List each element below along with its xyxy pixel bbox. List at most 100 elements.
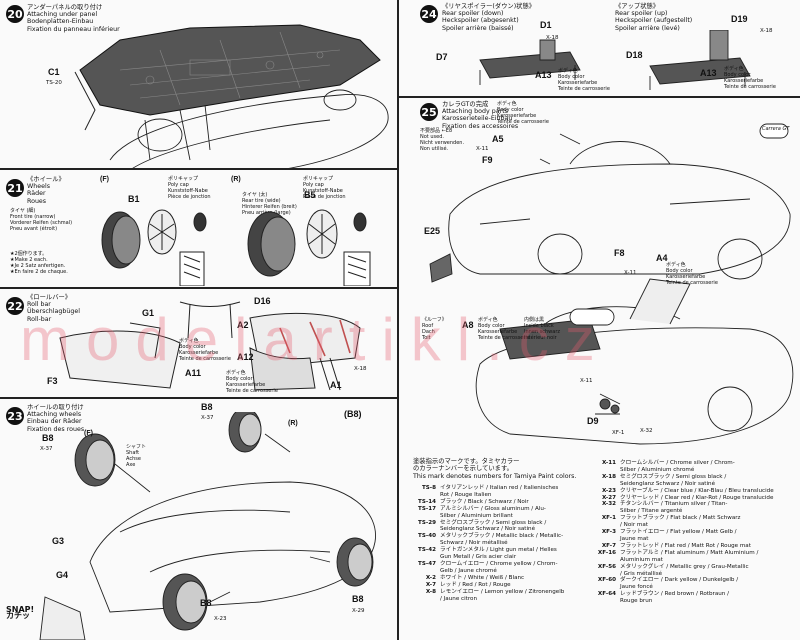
wheels-illustration xyxy=(101,209,371,286)
paint-code: TS-42 xyxy=(418,547,436,554)
paint-row: XF-1 フラットブラック / Flat black / Matt Schwarz… xyxy=(590,515,798,529)
paint-name: クリヤーレッド / Clear red / Klar-Rot / Rouge t… xyxy=(620,494,774,501)
rollbar-illustration xyxy=(59,301,361,391)
paint-row: XF-7 フラットレッド / Flat red / Matt Rot / Roug… xyxy=(590,543,798,550)
part-label: F9 xyxy=(482,155,493,165)
paint-row: TS-40 メタリックブラック / Metallic black / Metall… xyxy=(410,533,600,547)
paint-code: X-32 xyxy=(602,501,616,508)
paint-row: XF-3 フラットイエロー / Flat yellow / Matt Gelb /… xyxy=(590,529,798,543)
paint-code: X-11 xyxy=(624,270,637,276)
step-number: 21 xyxy=(6,179,24,197)
paint-legend-heading: 塗装指示のマークです。タミヤカラー のカラーナンバーを示しています。 This … xyxy=(413,458,577,480)
step-title: 《リヤスポイラー(ダウン)状態》 Rear spoiler (down) Hec… xyxy=(442,3,536,32)
paint-name: フラットレッド / Flat red / Matt Rot / Rouge ma… xyxy=(620,542,751,549)
body-color-note: ボディ色 Body color Karosseriefarbe Teinte d… xyxy=(478,317,530,341)
paint-code: XF-56 xyxy=(597,563,616,570)
paint-name: フラットブラック / Flat black / Matt Schwarz / N… xyxy=(620,515,741,529)
paint-row: TS-8 イタリアンレッド / Italian red / Italienisch… xyxy=(410,485,600,499)
under-panel-illustration xyxy=(74,24,389,170)
part-label: B8 xyxy=(201,402,213,412)
paint-code: X-18 xyxy=(354,366,367,372)
part-label: C1 xyxy=(48,67,60,77)
part-label: G3 xyxy=(52,536,65,546)
part-label: A12 xyxy=(237,352,254,362)
part-label: B8 xyxy=(352,594,364,604)
paint-code: X-18 xyxy=(602,473,616,480)
part-label: A1 xyxy=(330,380,342,390)
paint-code: TS-8 xyxy=(421,485,436,491)
paint-name: レモンイエロー / Lemon yellow / Zitronengelb / … xyxy=(440,588,565,602)
paint-code: X-37 xyxy=(40,446,53,452)
paint-code: X-8 xyxy=(425,588,436,595)
tire-front-note: タイヤ (細) Front tire (narrow) Vorderer Rei… xyxy=(10,208,73,232)
part-label: (B8) xyxy=(344,409,362,419)
step-divider xyxy=(0,287,397,289)
body-color-note: ボディ色 Body color Karosseriefarbe Teinte d… xyxy=(558,68,610,92)
roof-note: 《ルーフ》 Roof Dach Toit xyxy=(422,317,447,341)
paint-code: X-23 xyxy=(214,616,227,622)
paint-code: XF-7 xyxy=(601,542,616,549)
part-label: A13 xyxy=(700,68,717,78)
paint-code: TS-40 xyxy=(418,533,436,540)
paint-code: X-23 xyxy=(602,487,616,494)
part-label: B8 xyxy=(42,433,54,443)
paint-name: イタリアンレッド / Italian red / Italienisches R… xyxy=(440,485,559,498)
paint-code: XF-1 xyxy=(612,430,625,436)
paint-name: メタリックブラック / Metallic black / Metallic- S… xyxy=(440,533,564,547)
paint-row: X-32 チタンシルバー / Titanium silver / Titan- S… xyxy=(590,501,798,515)
body-color-note: ボディ色 Body color Karosseriefarbe Teinte d… xyxy=(179,338,231,362)
paint-code: XF-60 xyxy=(597,577,616,584)
part-label: D16 xyxy=(254,296,271,306)
shaft-note: シャフト Shaft Achse Axe xyxy=(126,444,147,468)
paint-name: チタンシルバー / Titanium silver / Titan- Silbe… xyxy=(620,501,728,515)
paint-code: X-18 xyxy=(760,28,773,34)
paint-code: TS-20 xyxy=(46,80,62,86)
paint-name: クロームシルバー / Chrome silver / Chrom- Silber… xyxy=(620,460,735,473)
part-label: B1 xyxy=(128,194,140,204)
paint-code: XF-3 xyxy=(601,529,616,536)
paint-code: X-37 xyxy=(201,415,214,421)
paint-code: X-18 xyxy=(546,35,559,41)
polycap-note: ポリキャップ Poly cap Kunststoff-Nabe Pièce de… xyxy=(168,176,211,200)
paint-code: X-32 xyxy=(640,428,653,434)
step-divider xyxy=(0,168,397,170)
paint-table-left: TS-8 イタリアンレッド / Italian red / Italienisch… xyxy=(410,485,600,602)
carrera-gt-logo: Carrera GT xyxy=(762,126,790,132)
paint-name: フラットイエロー / Flat yellow / Matt Gelb / Jau… xyxy=(620,529,737,542)
inside-note: 内側は黒 Inside black Innen schwarz Intérieu… xyxy=(524,317,561,341)
part-label: B8 xyxy=(200,598,212,608)
step-title: アンダーパネルの取り付け Attaching under panel Boden… xyxy=(27,4,120,33)
paint-name: クロームイエロー / Chrome yellow / Chrom- Gelb /… xyxy=(440,560,558,574)
step-number: 20 xyxy=(6,5,24,23)
paint-code: XF-1 xyxy=(601,515,616,522)
part-label: E25 xyxy=(424,226,441,236)
part-label: F3 xyxy=(47,376,58,386)
part-label: D9 xyxy=(587,416,599,426)
part-label: A2 xyxy=(237,320,249,330)
paint-name: レッドブラウン / Red brown / Rotbraun / Rouge b… xyxy=(620,591,729,605)
paint-code: X-11 xyxy=(580,378,593,384)
snap-note: SNAP! カチッ xyxy=(6,605,35,620)
part-label: F8 xyxy=(614,248,625,258)
part-label: A5 xyxy=(492,134,504,144)
paint-name: ライトガンメタル / Light gun metal / Helles Gun … xyxy=(440,547,557,561)
wheel-attach-illustration xyxy=(39,412,376,640)
part-label: D1 xyxy=(540,20,552,30)
part-label: A4 xyxy=(656,253,668,263)
paint-code: X-2 xyxy=(425,574,436,581)
part-label: A8 xyxy=(462,320,474,330)
step-title: 《アップ状態》 Rear spoiler (up) Heckspoiler (a… xyxy=(615,3,693,32)
paint-row: X-8 レモンイエロー / Lemon yellow / Zitronengelb… xyxy=(410,589,600,603)
body-color-note: ボディ色 Body color Karosseriefarbe Teinte d… xyxy=(497,101,549,125)
paint-name: アルミシルバー / Gloss aluminum / Alu- Silber /… xyxy=(440,505,546,519)
front-label: (F) xyxy=(84,430,93,437)
